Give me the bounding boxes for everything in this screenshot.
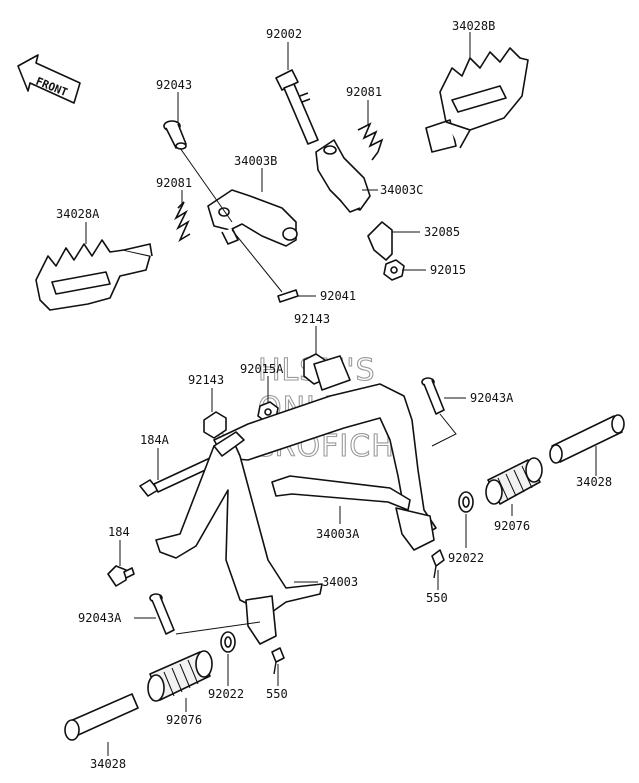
rubber-92076-right-shape — [485, 457, 543, 505]
nut-92015-shape — [383, 259, 405, 281]
bolt-92002-shape — [275, 69, 319, 145]
label-184A: 184A — [140, 433, 170, 447]
footpeg-34028B-shape — [425, 47, 529, 153]
pin-34028-left-shape — [64, 693, 139, 741]
label-92081-left: 92081 — [156, 176, 192, 190]
label-92043A-left: 92043A — [78, 611, 122, 625]
cotter-92041-shape — [277, 289, 299, 303]
label-92002: 92002 — [266, 27, 302, 41]
label-92022-right: 92022 — [448, 551, 484, 565]
spring-92081-left-shape — [174, 201, 191, 242]
leader-lines — [85, 32, 597, 756]
label-92081-right: 92081 — [346, 85, 382, 99]
label-184: 184 — [108, 525, 130, 539]
bracket-34003-shape — [155, 431, 323, 645]
label-34003A: 34003A — [316, 527, 360, 541]
label-92143-top: 92143 — [294, 312, 330, 326]
bracket-34003A-shape — [213, 355, 437, 551]
part-labels: 92002 34028B 92043 92081 34003B 34003C 9… — [56, 19, 612, 771]
label-34028-right: 34028 — [576, 475, 612, 489]
bracket-34003B-shape — [207, 189, 298, 247]
footpeg-34028A-shape — [35, 239, 153, 311]
label-550-left: 550 — [266, 687, 288, 701]
label-34003C: 34003C — [380, 183, 423, 197]
label-92022-left: 92022 — [208, 687, 244, 701]
pin-92043-top-shape — [163, 120, 187, 150]
washer-92022-right-shape — [458, 491, 474, 513]
label-34028-left: 34028 — [90, 757, 126, 771]
label-92076-right: 92076 — [494, 519, 530, 533]
label-92076-left: 92076 — [166, 713, 202, 727]
bolt-184-shape — [107, 565, 135, 587]
pin-92043A-left-shape — [149, 593, 175, 635]
label-550-right: 550 — [426, 591, 448, 605]
label-92043-top: 92043 — [156, 78, 192, 92]
clip-92143-left-shape — [203, 411, 227, 439]
pin-92043A-right-shape — [421, 377, 445, 415]
label-92015A: 92015A — [240, 362, 284, 376]
spring-92081-right-shape — [357, 122, 384, 161]
label-34003: 34003 — [322, 575, 358, 589]
label-92143-left: 92143 — [188, 373, 224, 387]
label-92015: 92015 — [430, 263, 466, 277]
cotter-550-right-shape — [431, 549, 445, 579]
washer-92022-left-shape — [220, 631, 236, 653]
label-32085: 32085 — [424, 225, 460, 239]
plate-32085-shape — [367, 221, 393, 261]
rubber-92076-left-shape — [147, 650, 213, 702]
label-34028B: 34028B — [452, 19, 495, 33]
label-92041: 92041 — [320, 289, 356, 303]
label-34028A: 34028A — [56, 207, 100, 221]
bracket-34003C-shape — [315, 139, 371, 213]
label-92043A-right: 92043A — [470, 391, 514, 405]
label-34003B: 34003B — [234, 154, 277, 168]
front-arrow-icon: FRONT — [17, 54, 81, 104]
pin-34028-right-shape — [549, 414, 625, 464]
cotter-550-left-shape — [271, 647, 285, 675]
